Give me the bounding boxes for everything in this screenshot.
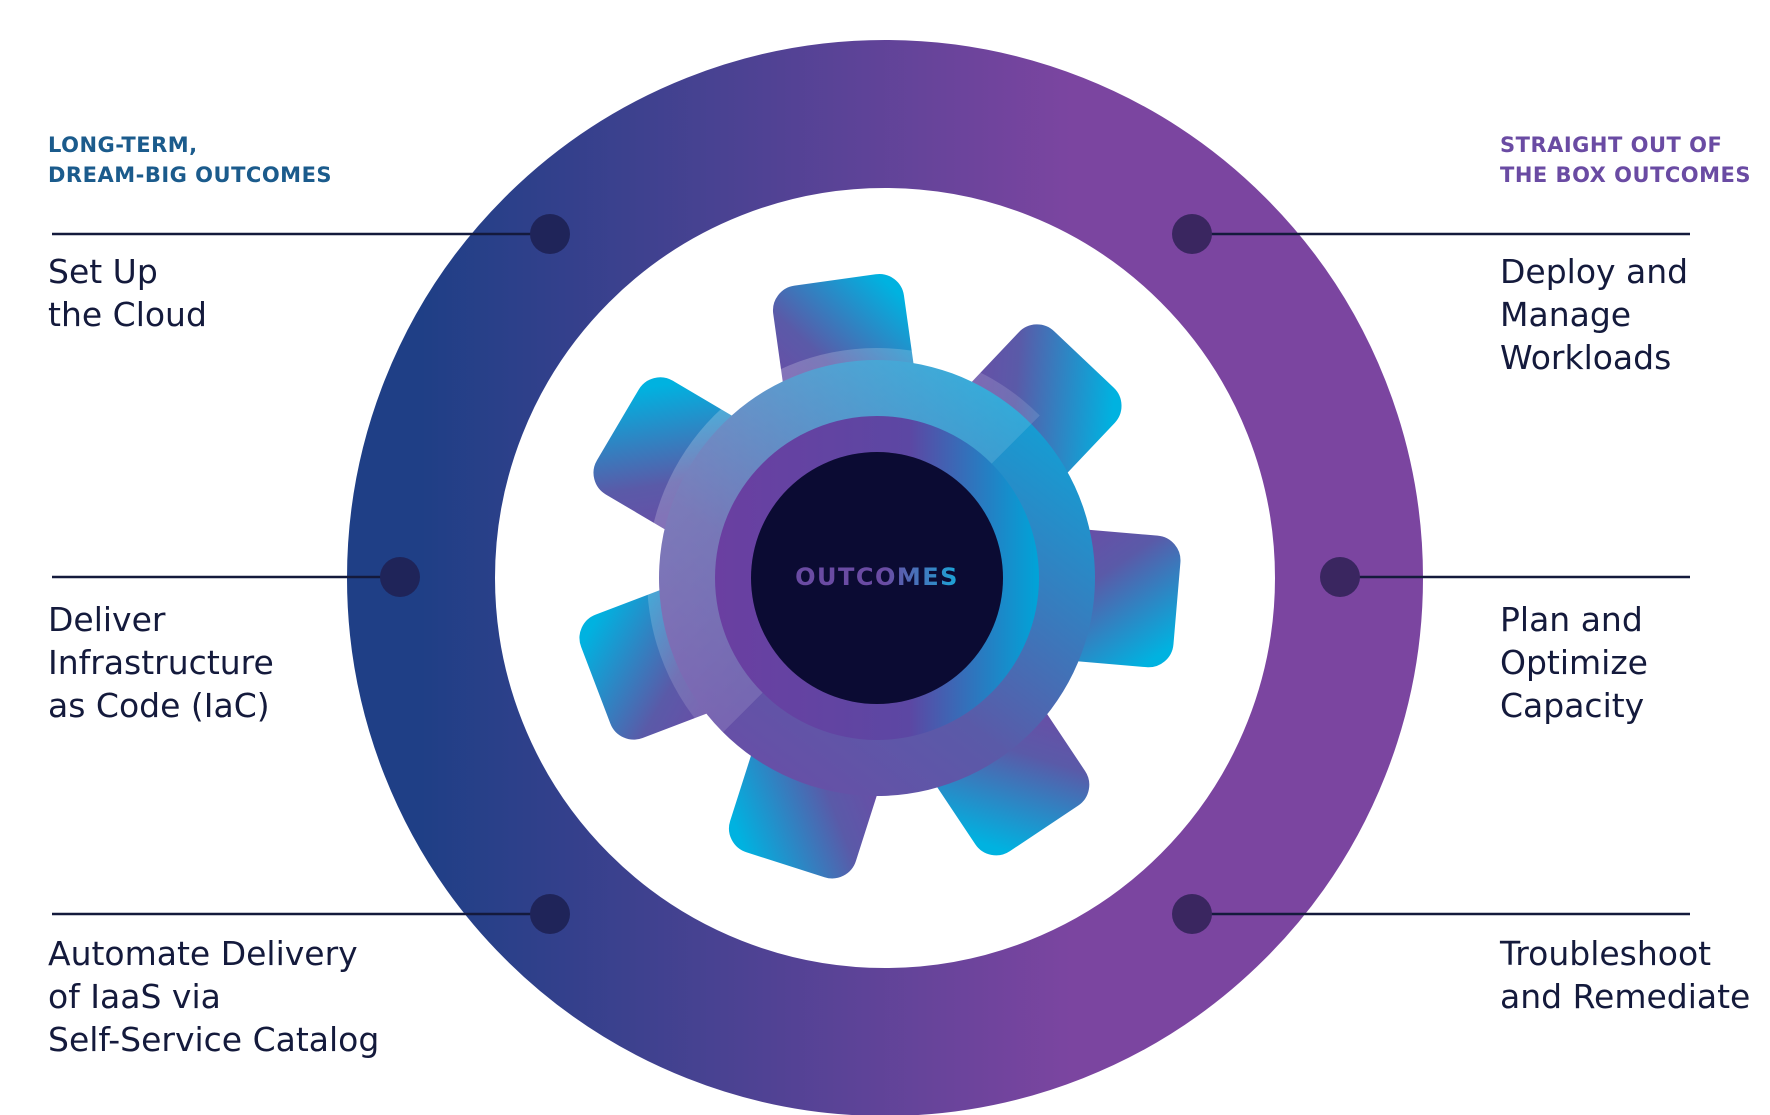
outcome-line: Deliver — [48, 600, 166, 639]
outcome-troubleshoot-remediate: Troubleshoot and Remediate — [1500, 932, 1750, 1018]
outcome-line: Troubleshoot — [1500, 934, 1712, 973]
outcome-deploy-manage-workloads: Deploy and Manage Workloads — [1500, 250, 1688, 379]
outcome-line: Set Up — [48, 252, 158, 291]
outcome-line: Capacity — [1500, 686, 1645, 725]
ring-dot-left-3 — [530, 894, 570, 934]
right-heading: STRAIGHT OUT OF THE BOX OUTCOMES — [1500, 130, 1751, 190]
left-heading-line-1: LONG-TERM, — [48, 133, 198, 157]
ring-dot-right-2 — [1320, 557, 1360, 597]
right-heading-line-1: STRAIGHT OUT OF — [1500, 133, 1723, 157]
outcome-line: Optimize — [1500, 643, 1648, 682]
ring-dot-left-1 — [530, 214, 570, 254]
ring-dot-left-2 — [380, 557, 420, 597]
center-label: OUTCOMES — [795, 563, 959, 591]
outcome-line: of IaaS via — [48, 977, 221, 1016]
outcome-deliver-iac: Deliver Infrastructure as Code (IaC) — [48, 598, 274, 727]
outcome-line: Workloads — [1500, 338, 1672, 377]
left-heading: LONG-TERM, DREAM-BIG OUTCOMES — [48, 130, 332, 190]
outcome-set-up-the-cloud: Set Up the Cloud — [48, 250, 207, 336]
ring-dot-right-3 — [1172, 894, 1212, 934]
outcome-plan-optimize-capacity: Plan and Optimize Capacity — [1500, 598, 1648, 727]
ring-dot-right-1 — [1172, 214, 1212, 254]
left-heading-line-2: DREAM-BIG OUTCOMES — [48, 163, 333, 187]
outcome-line: Plan and — [1500, 600, 1643, 639]
outcome-line: Infrastructure — [48, 643, 274, 682]
outcome-line: Automate Delivery — [48, 934, 358, 973]
outcome-line: and Remediate — [1500, 977, 1751, 1016]
outcome-line: Deploy and — [1500, 252, 1689, 291]
outcome-line: the Cloud — [48, 295, 207, 334]
outcome-line: Manage — [1500, 295, 1632, 334]
center-disc — [751, 452, 1003, 704]
outcome-line: Self-Service Catalog — [48, 1020, 380, 1059]
right-heading-line-2: THE BOX OUTCOMES — [1500, 163, 1752, 187]
outcome-automate-delivery: Automate Delivery of IaaS via Self-Servi… — [48, 932, 379, 1061]
outcome-line: as Code (IaC) — [48, 686, 270, 725]
